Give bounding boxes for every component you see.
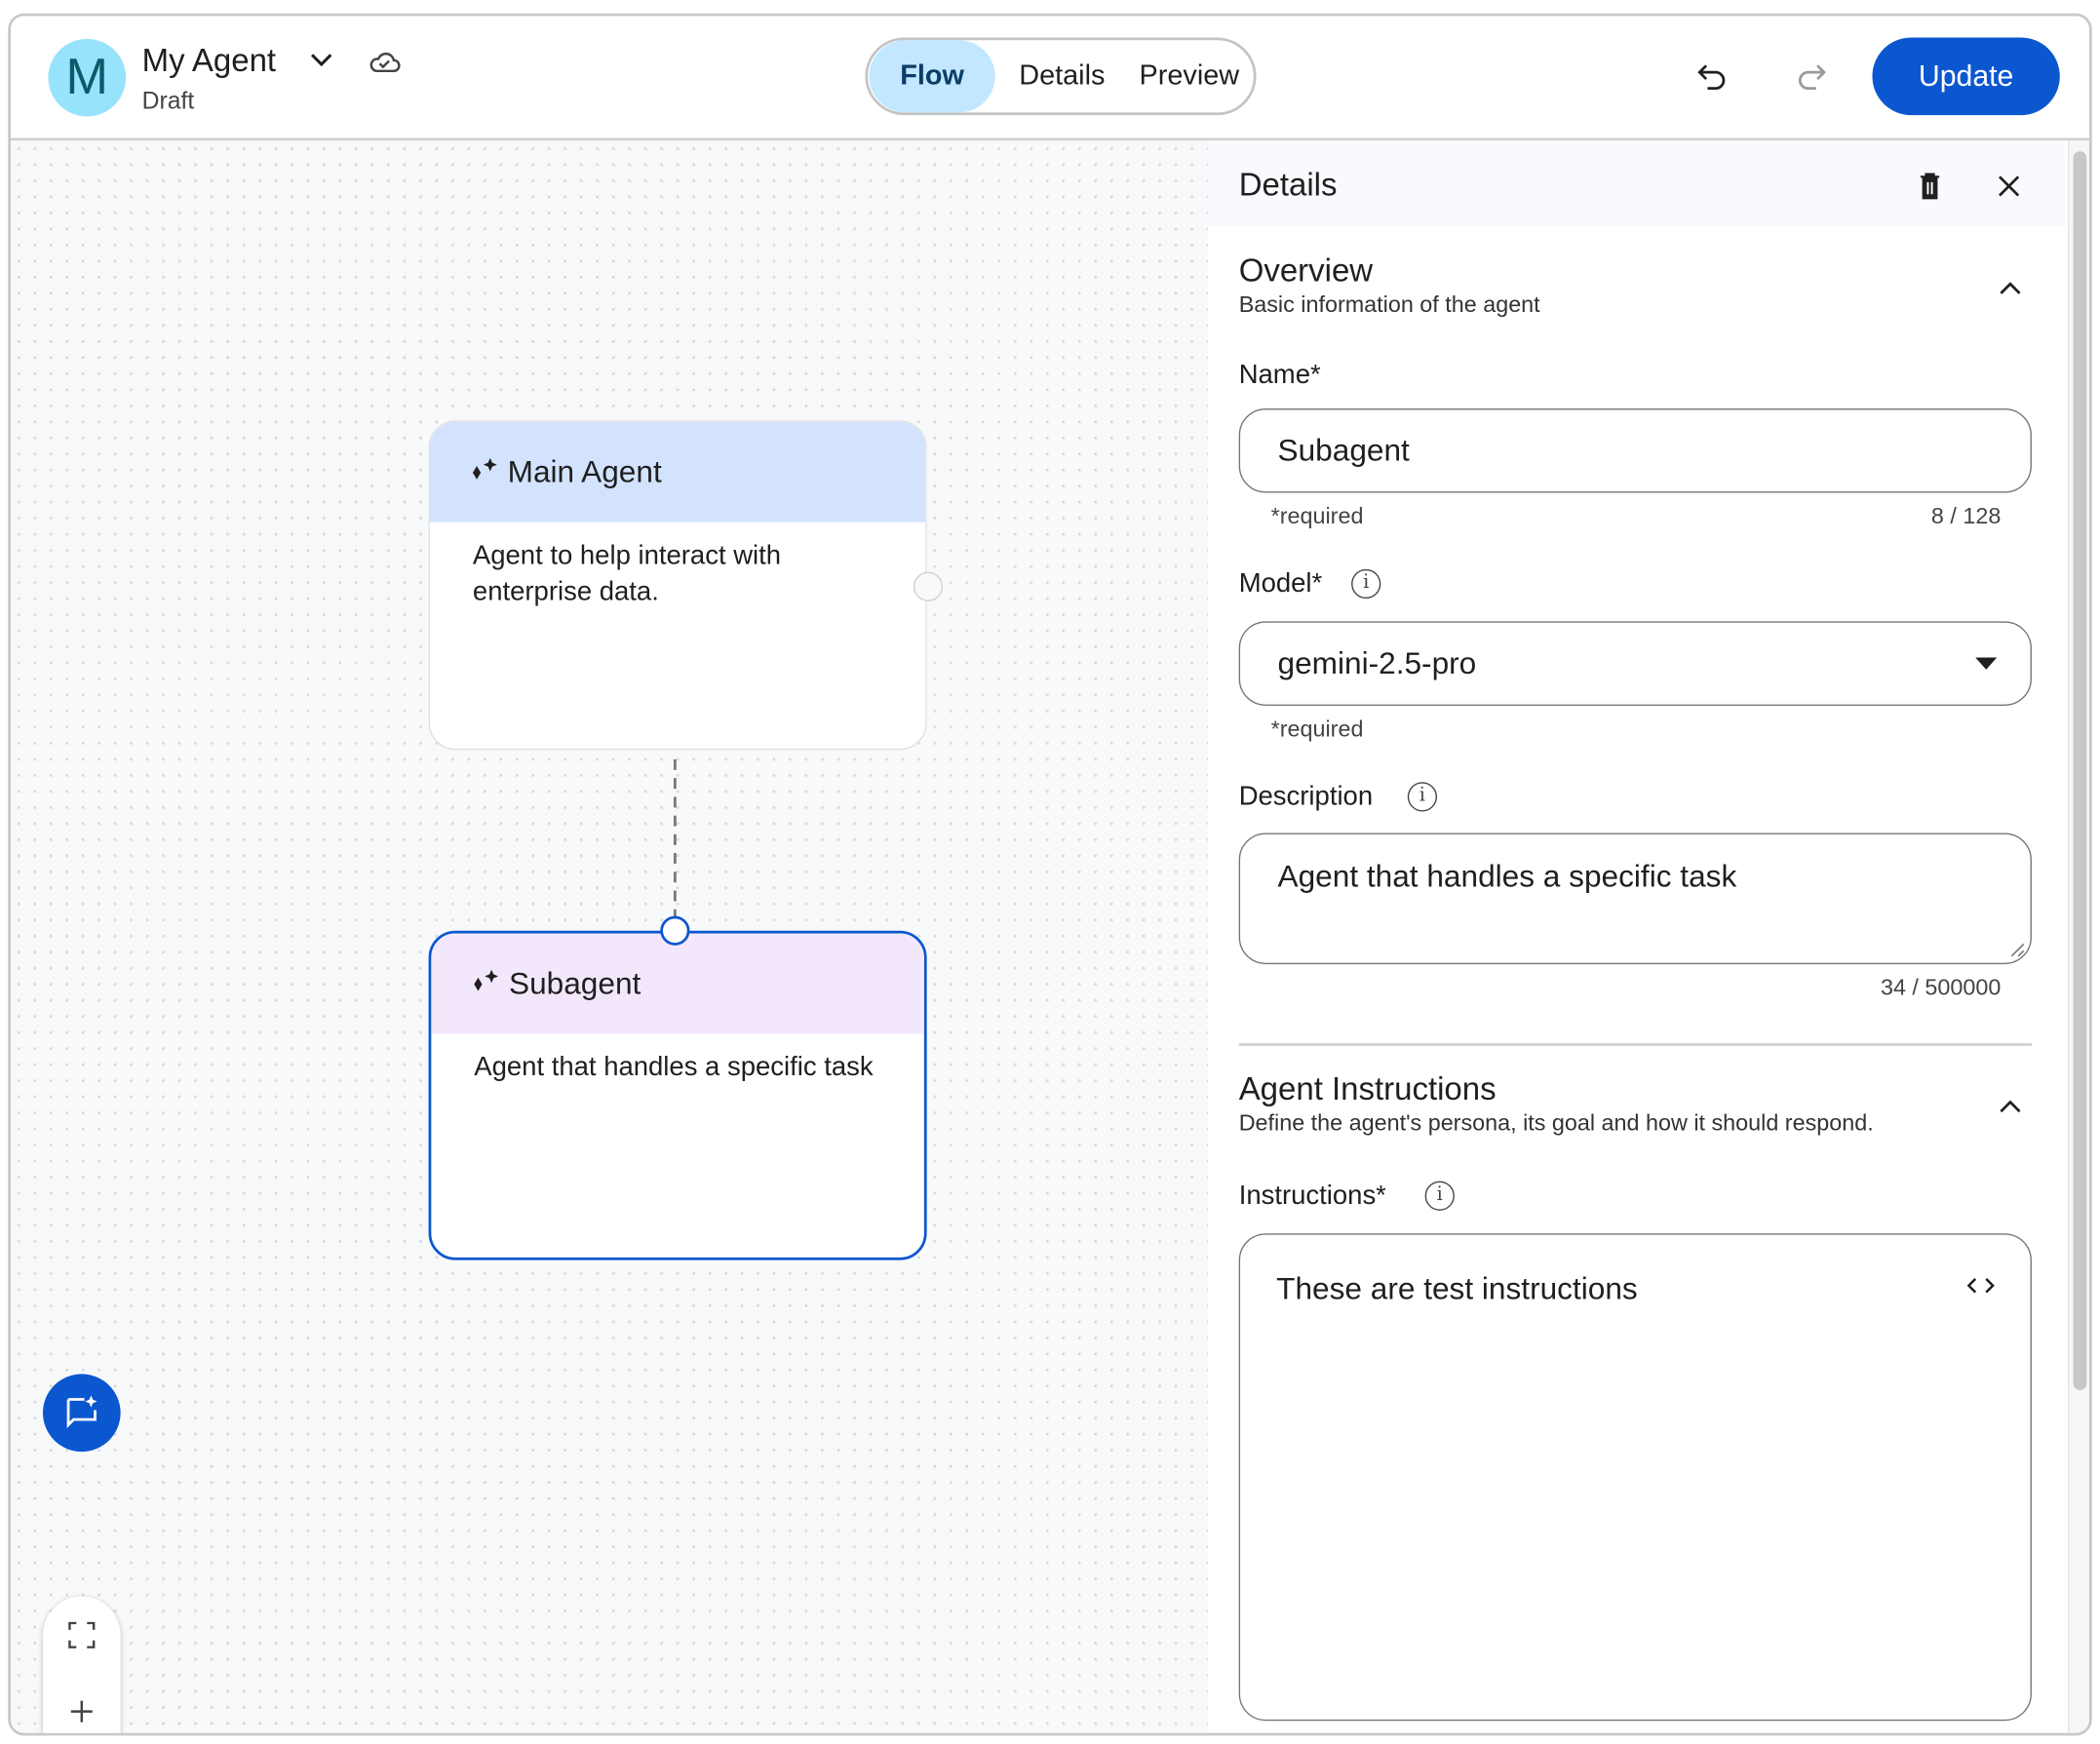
view-tabs: Flow Details Preview: [865, 37, 1257, 116]
instructions-label: Instructions*: [1238, 1181, 1386, 1211]
zoom-in-icon[interactable]: [68, 1698, 95, 1725]
agent-name[interactable]: My Agent: [141, 42, 277, 80]
description-label: Description: [1238, 782, 1374, 812]
fit-screen-icon[interactable]: [68, 1621, 96, 1648]
chat-spark-icon: [66, 1395, 97, 1428]
cloud-done-icon: [369, 52, 401, 73]
node-title: Subagent: [509, 965, 642, 1001]
description-textarea[interactable]: Agent that handles a specific task: [1238, 833, 2032, 965]
instructions-editor[interactable]: These are test instructions: [1238, 1233, 2032, 1722]
chevron-down-icon[interactable]: [308, 51, 334, 69]
spark-icon: [474, 969, 499, 991]
panel-header: Details: [1208, 140, 2066, 227]
redo-icon[interactable]: [1793, 60, 1828, 93]
top-bar: M My Agent Draft Flow Details Preview Up…: [10, 16, 2090, 141]
tab-details[interactable]: Details: [1019, 59, 1106, 92]
model-help: *required: [1270, 716, 1364, 743]
divider: [1238, 1043, 2032, 1046]
delete-icon[interactable]: [1920, 173, 1941, 200]
app-window: M My Agent Draft Flow Details Preview Up…: [8, 13, 2092, 1736]
name-label: Name*: [1238, 360, 1321, 390]
description-counter: 34 / 500000: [1880, 975, 2002, 1001]
overview-title: Overview: [1238, 252, 1374, 290]
instructions-title: Agent Instructions: [1238, 1070, 1497, 1108]
info-icon[interactable]: i: [1351, 568, 1381, 600]
info-icon[interactable]: i: [1407, 782, 1438, 812]
model-label: Model*: [1238, 568, 1323, 600]
chevron-up-icon[interactable]: [1999, 280, 2023, 295]
scrollbar[interactable]: [2068, 140, 2090, 1733]
spark-icon: [472, 457, 497, 480]
tab-flow[interactable]: Flow: [869, 40, 995, 113]
dropdown-arrow-icon: [1975, 657, 1998, 670]
panel-title: Details: [1238, 167, 1338, 204]
model-select[interactable]: gemini-2.5-pro: [1238, 621, 2032, 706]
code-icon[interactable]: [1964, 1276, 1997, 1295]
name-counter: 8 / 128: [1930, 503, 2002, 529]
node-main-agent[interactable]: Main Agent Agent to help interact with e…: [428, 420, 927, 751]
avatar: M: [48, 38, 127, 117]
node-description: Agent to help interact with enterprise d…: [472, 540, 782, 607]
info-icon[interactable]: i: [1424, 1181, 1455, 1211]
instructions-value: These are test instructions: [1276, 1270, 1638, 1306]
input-handle[interactable]: [660, 915, 690, 946]
model-value: gemini-2.5-pro: [1277, 645, 1477, 680]
details-panel: Details Overview Basic information of th…: [1208, 140, 2066, 1733]
resize-handle-icon[interactable]: [2009, 942, 2025, 957]
name-input[interactable]: Subagent: [1238, 407, 2032, 493]
name-help: *required: [1270, 503, 1364, 529]
overview-subtitle: Basic information of the agent: [1238, 291, 1540, 318]
flow-canvas[interactable]: Main Agent Agent to help interact with e…: [10, 140, 1209, 1733]
undo-icon[interactable]: [1695, 60, 1731, 93]
ai-chat-button[interactable]: [42, 1374, 121, 1453]
node-subagent[interactable]: Subagent Agent that handles a specific t…: [428, 930, 927, 1260]
instructions-subtitle: Define the agent's persona, its goal and…: [1238, 1109, 1874, 1136]
description-value: Agent that handles a specific task: [1277, 858, 1737, 894]
agent-status: Draft: [141, 87, 195, 114]
name-value: Subagent: [1277, 432, 1410, 468]
node-title: Main Agent: [507, 453, 662, 489]
connection-line: [673, 758, 677, 920]
scrollbar-thumb[interactable]: [2073, 151, 2087, 1390]
update-button[interactable]: Update: [1872, 37, 2060, 116]
tab-preview[interactable]: Preview: [1139, 59, 1240, 92]
chevron-up-icon[interactable]: [1999, 1098, 2023, 1113]
output-handle[interactable]: [913, 571, 944, 601]
node-description: Agent that handles a specific task: [474, 1052, 874, 1082]
close-icon[interactable]: [1998, 175, 2020, 197]
zoom-controls: [42, 1596, 121, 1733]
